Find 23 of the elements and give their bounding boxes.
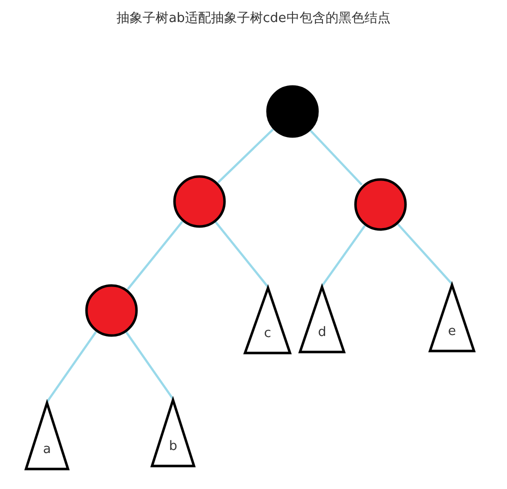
tree-edge (46, 331, 97, 403)
subtree-label: d (318, 326, 326, 340)
tree-edge (217, 128, 274, 184)
subtree-label: b (169, 440, 178, 454)
tree-node-circle (172, 174, 226, 228)
tree-node-circle (354, 178, 406, 230)
subtree-label: c (264, 327, 272, 341)
tree-node-circle (266, 84, 318, 138)
subtree-triangle (150, 398, 196, 468)
tree-edge (309, 130, 363, 186)
subtree-triangle (243, 286, 292, 355)
tree-edge (214, 221, 269, 288)
subtree-label: a (43, 443, 51, 457)
subtree-triangle (24, 401, 70, 471)
tree-edge (396, 223, 453, 285)
subtree-triangle (298, 285, 346, 354)
tree-node-circle (84, 284, 138, 336)
subtree-triangle (428, 283, 476, 353)
tree-edge (321, 225, 366, 287)
diagram-title: 抽象子树ab适配抽象子树cde中包含的黑色结点 (116, 10, 392, 27)
subtree-label: e (448, 325, 456, 339)
tree-edge (126, 220, 184, 290)
tree-edge (125, 331, 174, 400)
